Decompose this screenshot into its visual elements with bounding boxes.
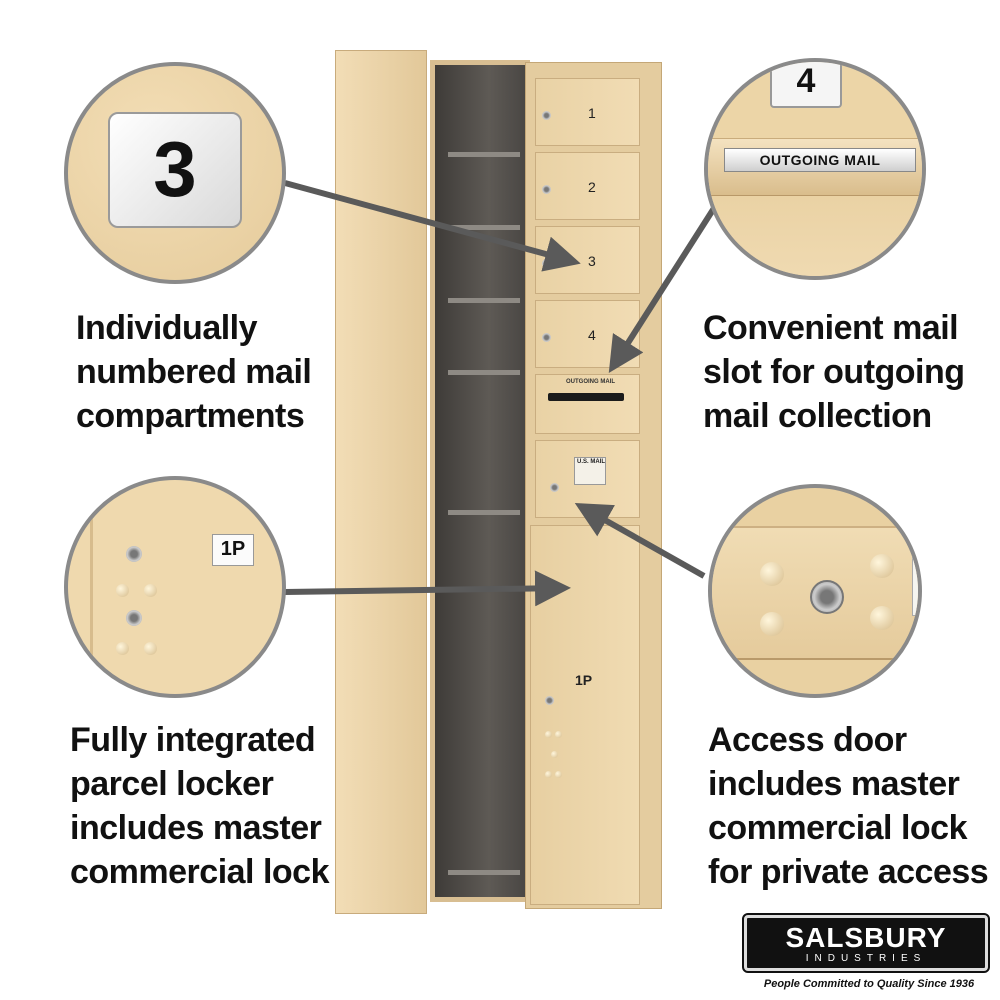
outgoing-mail-text: OUTGOING MAIL (759, 152, 881, 168)
zoom-circle-parcel-locker: 1P (64, 476, 286, 698)
outgoing-mail-label: OUTGOING MAIL (566, 379, 615, 385)
callout-line: includes master (708, 765, 960, 803)
callout-line: Access door (708, 721, 907, 759)
rivet (551, 751, 558, 758)
interior-shelf (448, 510, 520, 515)
label-edge (912, 554, 918, 616)
access-door[interactable]: U.S. MAIL (535, 440, 640, 518)
callout-parcel-locker: Fully integrated parcel locker includes … (70, 718, 329, 894)
door-lock-icon (542, 259, 551, 268)
lower-lock-icon (126, 610, 142, 626)
rivet (116, 584, 129, 597)
rivet (760, 612, 784, 636)
mail-door-4[interactable]: 4 (535, 300, 640, 368)
logo-sub: INDUSTRIES (805, 953, 927, 964)
rivet (555, 731, 562, 738)
rivet (545, 771, 552, 778)
interior-shelf (448, 370, 520, 375)
callout-line: parcel locker (70, 765, 274, 803)
mail-door-2[interactable]: 2 (535, 152, 640, 220)
access-lock-icon (550, 483, 559, 492)
rivet (144, 584, 157, 597)
mail-door-3[interactable]: 3 (535, 226, 640, 294)
rivet (870, 606, 894, 630)
zoom-circle-access-door (708, 484, 922, 698)
door-number: 3 (588, 253, 596, 269)
number-plate-text: 3 (153, 125, 197, 213)
callout-line: commercial lock (708, 809, 967, 847)
callout-line: mail collection (703, 397, 932, 435)
interior-shelf (448, 298, 520, 303)
cabinet-interior (430, 60, 530, 902)
interior-shelf (448, 152, 520, 157)
callout-outgoing-slot: Convenient mail slot for outgoing mail c… (703, 306, 965, 438)
rivet (870, 554, 894, 578)
upper-lock-icon (126, 546, 142, 562)
door-number: 4 (588, 327, 596, 343)
master-lock-icon (810, 580, 844, 614)
callout-line: compartments (76, 397, 305, 435)
parcel-door-edge (90, 480, 93, 694)
callout-line: slot for outgoing (703, 353, 965, 391)
door-number: 1 (588, 105, 596, 121)
callout-line: includes master (70, 809, 322, 847)
rivet (545, 731, 552, 738)
parcel-label: 1P (575, 672, 593, 688)
salsbury-logo: SALSBURY INDUSTRIES (742, 913, 990, 973)
callout-access-door: Access door includes master commercial l… (708, 718, 989, 894)
mail-door-1[interactable]: 1 (535, 78, 640, 146)
door-number: 2 (588, 179, 596, 195)
callout-line: commercial lock (70, 853, 329, 891)
callout-line: Fully integrated (70, 721, 316, 759)
callout-line: for private access (708, 853, 989, 891)
cabinet-side-panel (335, 50, 427, 914)
door-lock-icon (542, 185, 551, 194)
mailbox-unit: 1 2 3 4 OUTGOING MAIL U.S. MAIL 1P (330, 40, 665, 914)
logo-tagline: People Committed to Quality Since 1936 (763, 978, 975, 990)
logo-name: SALSBURY (785, 922, 947, 953)
door-lock-icon (542, 111, 551, 120)
outgoing-mail-slot-panel[interactable]: OUTGOING MAIL (535, 374, 640, 434)
parcel-number-text: 1P (220, 538, 246, 560)
rivet (116, 642, 129, 655)
callout-numbered-compartments: Individually numbered mail compartments (76, 306, 312, 438)
door-face (708, 196, 922, 276)
callout-line: Individually (76, 309, 258, 347)
callout-line: numbered mail (76, 353, 312, 391)
parcel-lock-icon (545, 696, 554, 705)
parcel-number-plate: 1P (212, 534, 254, 566)
rivet (760, 562, 784, 586)
callout-line: Convenient mail (703, 309, 959, 347)
number-plate-4-text: 4 (796, 62, 816, 100)
usps-label-text: U.S. MAIL (577, 459, 605, 465)
number-plate-4: 4 (770, 62, 842, 108)
zoom-circle-number-plate: 3 (64, 62, 286, 284)
door-lock-icon (542, 333, 551, 342)
mail-slot-opening[interactable] (548, 393, 624, 401)
interior-shelf (448, 870, 520, 875)
outgoing-mail-plate: OUTGOING MAIL (724, 148, 916, 172)
parcel-locker-door[interactable]: 1P (530, 525, 640, 905)
usps-label-plate: U.S. MAIL (574, 457, 606, 485)
rivet (144, 642, 157, 655)
interior-shelf (448, 225, 520, 230)
rivet (555, 771, 562, 778)
zoom-circle-outgoing-mail: 4 OUTGOING MAIL (704, 58, 926, 280)
number-plate: 3 (108, 112, 242, 228)
